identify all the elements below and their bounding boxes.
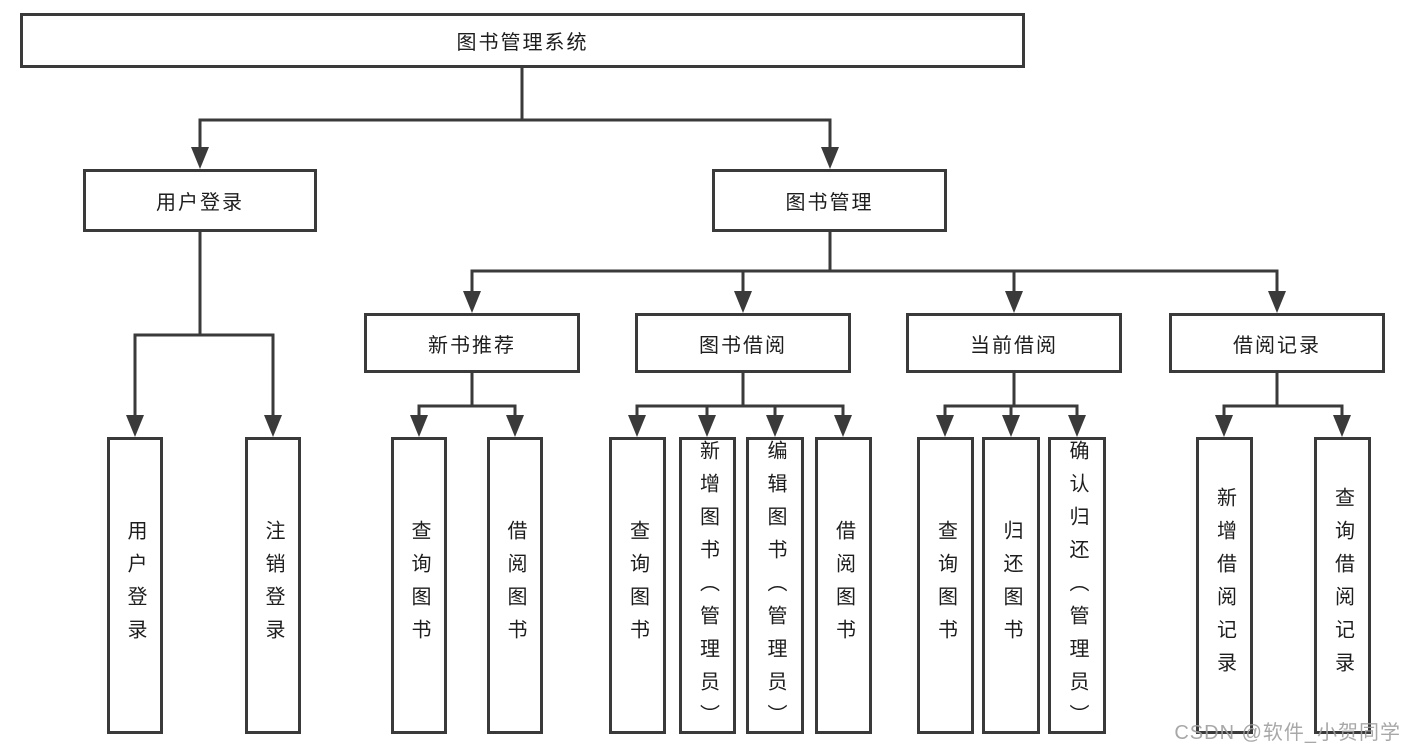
- node-user-login: 用户登录: [83, 169, 317, 232]
- node-leaf-borrow-books-borrowing: 借阅图书: [815, 437, 872, 734]
- csdn-watermark: CSDN @软件_小贺同学: [1174, 722, 1401, 744]
- node-book-borrowing: 图书借阅: [635, 313, 851, 373]
- node-leaf-query-borrow-record: 查询借阅记录: [1314, 437, 1371, 734]
- arrowhead-icons: [126, 147, 1351, 437]
- node-leaf-borrow-books-recommend: 借阅图书: [487, 437, 543, 734]
- node-borrowing-records: 借阅记录: [1169, 313, 1385, 373]
- node-current-borrowing: 当前借阅: [906, 313, 1122, 373]
- node-leaf-confirm-return-admin: 确认归还（管理员）: [1048, 437, 1106, 737]
- node-leaf-add-borrow-record: 新增借阅记录: [1196, 437, 1253, 734]
- node-root-library-system: 图书管理系统: [20, 13, 1025, 68]
- node-leaf-return-books: 归还图书: [982, 437, 1040, 734]
- node-leaf-user-login: 用户登录: [107, 437, 163, 734]
- node-leaf-edit-books-admin: 编辑图书（管理员）: [746, 437, 804, 737]
- node-new-book-recommend: 新书推荐: [364, 313, 580, 373]
- node-leaf-add-books-admin: 新增图书（管理员）: [679, 437, 736, 737]
- node-leaf-logout: 注销登录: [245, 437, 301, 734]
- node-book-management: 图书管理: [712, 169, 947, 232]
- node-leaf-query-books-recommend: 查询图书: [391, 437, 447, 734]
- node-leaf-query-books-borrowing: 查询图书: [609, 437, 666, 734]
- node-leaf-query-books-current: 查询图书: [917, 437, 974, 734]
